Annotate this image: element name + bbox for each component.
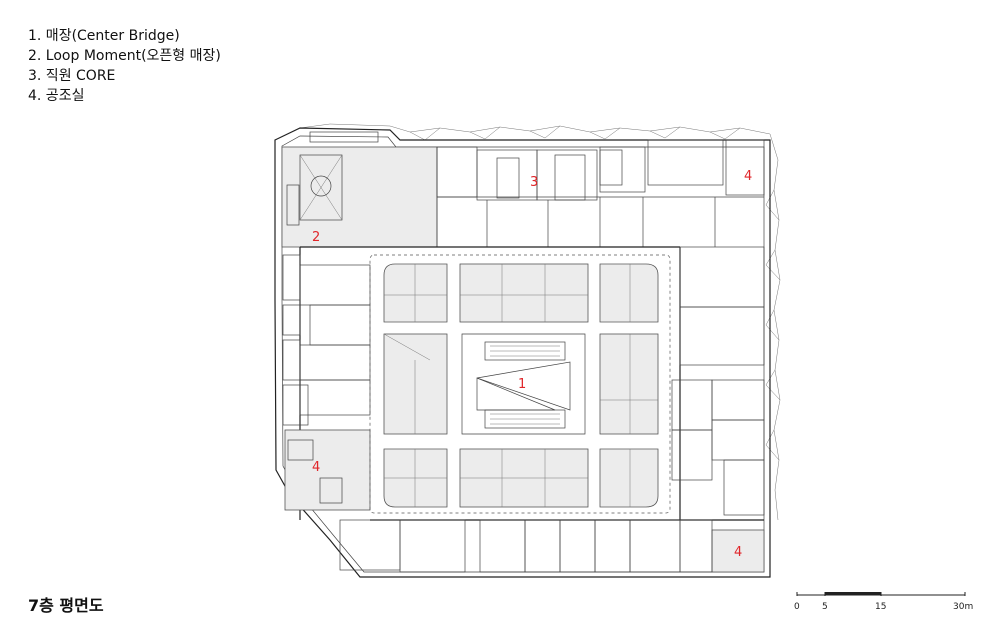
left-shops bbox=[282, 247, 371, 520]
plan-label-2: 2 bbox=[312, 230, 320, 245]
legend: 1. 매장(Center Bridge) 2. Loop Moment(오픈형 … bbox=[28, 26, 221, 106]
legend-item-3: 3. 직원 CORE bbox=[28, 68, 116, 84]
legend-item-2: 2. Loop Moment(오픈형 매장) bbox=[28, 48, 221, 64]
central-loop bbox=[369, 254, 671, 514]
plan-label-4b: 4 bbox=[312, 460, 320, 475]
escalator-top-left bbox=[286, 131, 379, 226]
scale-bar: 0 5 15 30m bbox=[794, 592, 973, 612]
facade-outline bbox=[299, 123, 781, 521]
right-shops bbox=[671, 246, 765, 573]
plan-label-4a: 4 bbox=[744, 169, 752, 184]
scale-tick-5: 5 bbox=[822, 602, 828, 612]
building-outline bbox=[274, 127, 771, 578]
scale-tick-30: 30m bbox=[953, 602, 973, 612]
bottom-shops bbox=[339, 519, 764, 573]
center-bridge bbox=[461, 333, 586, 435]
legend-item-4: 4. 공조실 bbox=[28, 88, 85, 104]
top-shops bbox=[281, 139, 765, 248]
plan-label-4c: 4 bbox=[734, 545, 742, 560]
plan-label-3: 3 bbox=[530, 175, 538, 190]
floor-plan: 1 2 3 4 4 4 bbox=[274, 123, 781, 578]
legend-item-1: 1. 매장(Center Bridge) bbox=[28, 28, 180, 44]
plan-title: 7층 평면도 bbox=[28, 596, 104, 615]
scale-tick-15: 15 bbox=[875, 602, 886, 612]
staff-core bbox=[496, 149, 623, 201]
central-islands bbox=[383, 263, 659, 508]
scale-tick-0: 0 bbox=[794, 602, 800, 612]
plan-label-1: 1 bbox=[518, 377, 526, 392]
